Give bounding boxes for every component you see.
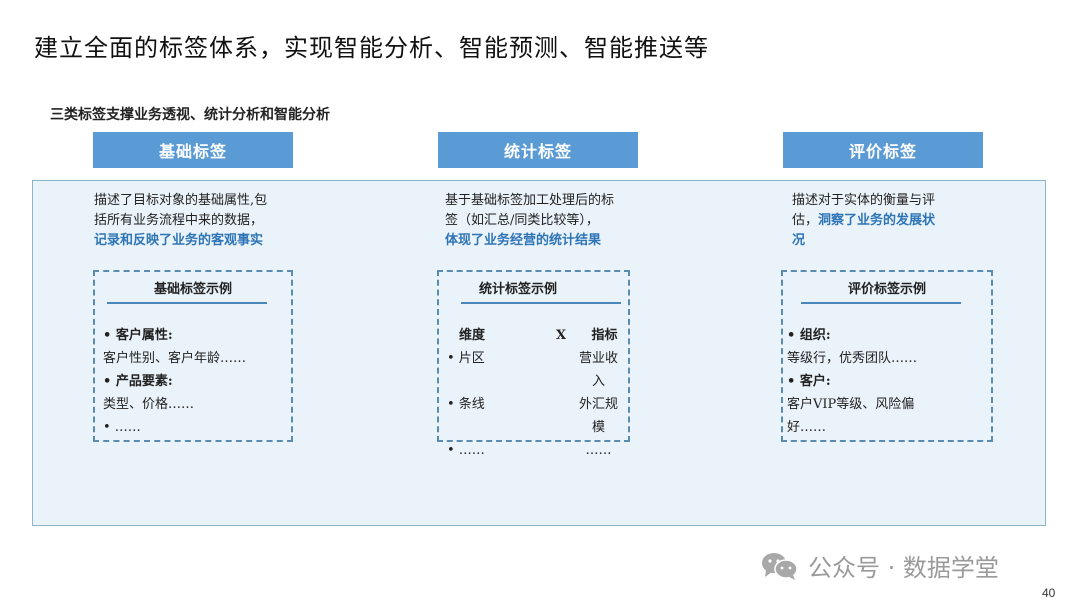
basic-tags-header: 基础标签 — [93, 132, 293, 168]
matrix-header: 维度 X 指标 — [447, 324, 624, 347]
eval-tags-description: 描述对于实体的衡量与评 估，洞察了业务的发展状 况 — [792, 191, 992, 251]
list-item-heading: • 产品要素: — [103, 374, 173, 389]
stat-tags-example-box: 统计标签示例 维度 X 指标 • 片区 营业收入 • 条线 外汇规模 • …… … — [437, 270, 630, 458]
metric-item: 营业收入 — [578, 351, 618, 389]
basic-tags-description: 描述了目标对象的基础属性,包 括所有业务流程中来的数据， 记录和反映了业务的客观… — [94, 191, 314, 251]
desc-line: 括所有业务流程中来的数据， — [94, 213, 264, 228]
desc-highlight: 记录和反映了业务的客观事实 — [94, 233, 264, 248]
section-subtitle: 三类标签支撑业务透视、统计分析和智能分析 — [50, 107, 330, 123]
cross-symbol: X — [555, 328, 567, 343]
slide-title: 建立全面的标签体系，实现智能分析、智能预测、智能推送等 — [34, 34, 709, 62]
desc-highlight: 洞察了业务的发展状 — [818, 213, 936, 228]
desc-highlight: 体现了业务经营的统计结果 — [445, 233, 602, 248]
list-item-heading: • 客户属性: — [103, 328, 173, 343]
desc-highlight: 况 — [792, 233, 806, 248]
list-item-more: • …… — [103, 420, 141, 435]
matrix-row: • 条线 外汇规模 — [447, 393, 624, 439]
eval-tags-example-box: 评价标签示例 • 组织: 等级行，优秀团队…… • 客户: 客户VIP等级、风险… — [781, 270, 993, 442]
dimension-item: • 片区 — [447, 351, 485, 366]
dimension-label: 维度 — [459, 328, 486, 343]
stat-tags-header: 统计标签 — [438, 132, 638, 168]
list-item-heading: • 客户: — [787, 374, 831, 389]
list-item-text: 类型、价格…… — [103, 397, 195, 412]
page-number: 40 — [1042, 586, 1056, 600]
list-item-text: 客户VIP等级、风险偏 — [787, 397, 915, 412]
eval-tags-header: 评价标签 — [783, 132, 983, 168]
example-title: 统计标签示例 — [479, 282, 558, 297]
desc-line: 估， — [792, 213, 819, 228]
watermark-text: 公众号 · 数据学堂 — [808, 554, 999, 582]
dimension-item: • 条线 — [447, 397, 485, 412]
spacer — [525, 393, 573, 439]
divider — [107, 302, 267, 304]
dimension-item: • …… — [447, 443, 485, 458]
list-item-text: 客户性别、客户年龄…… — [103, 351, 247, 366]
divider — [801, 302, 961, 304]
watermark: 公众号 · 数据学堂 — [760, 548, 999, 583]
example-list: • 客户属性: 客户性别、客户年龄…… • 产品要素: 类型、价格…… • …… — [103, 324, 287, 439]
desc-line: 描述了目标对象的基础属性,包 — [94, 193, 268, 208]
wechat-icon — [760, 551, 800, 581]
basic-tags-example-box: 基础标签示例 • 客户属性: 客户性别、客户年龄…… • 产品要素: 类型、价格… — [93, 270, 293, 442]
metric-item: …… — [585, 443, 612, 458]
example-title: 基础标签示例 — [153, 282, 232, 297]
stat-tags-description: 基于基础标签加工处理后的标 签（如汇总/同类比较等）， 体现了业务经营的统计结果 — [445, 191, 665, 251]
spacer — [525, 347, 573, 393]
example-list: • 组织: 等级行，优秀团队…… • 客户: 客户VIP等级、风险偏 好…… — [787, 324, 987, 439]
content-panel — [32, 180, 1046, 526]
list-item-text: 好…… — [787, 420, 827, 435]
list-item-heading: • 组织: — [787, 328, 831, 343]
matrix-row: • …… …… — [447, 439, 624, 462]
example-matrix: 维度 X 指标 • 片区 营业收入 • 条线 外汇规模 • …… …… — [447, 324, 624, 462]
matrix-row: • 片区 营业收入 — [447, 347, 624, 393]
metric-item: 外汇规模 — [578, 397, 618, 435]
example-title: 评价标签示例 — [847, 282, 926, 297]
desc-line: 基于基础标签加工处理后的标 — [445, 193, 615, 208]
list-item-text: 等级行，优秀团队…… — [787, 351, 918, 366]
desc-line: 签（如汇总/同类比较等）， — [445, 213, 599, 228]
desc-line: 描述对于实体的衡量与评 — [792, 193, 936, 208]
divider — [461, 302, 621, 304]
spacer — [525, 439, 573, 462]
metric-label: 指标 — [591, 328, 618, 343]
